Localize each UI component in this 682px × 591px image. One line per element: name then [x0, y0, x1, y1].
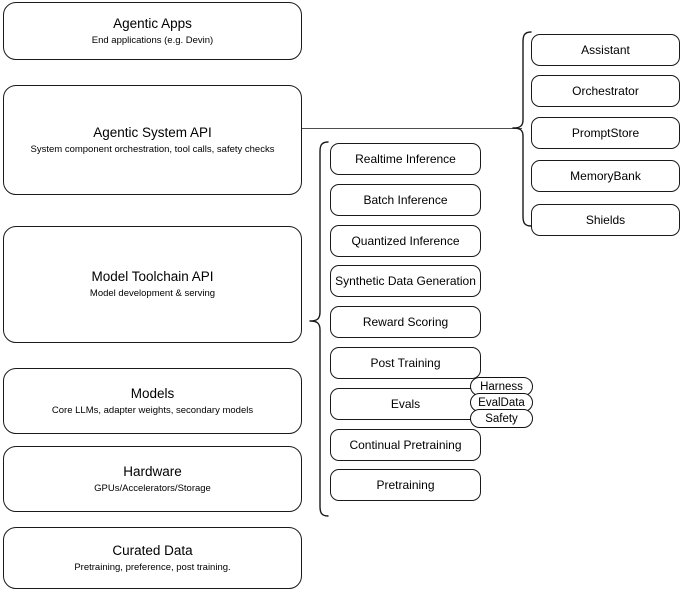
- capability-pretraining[interactable]: Pretraining: [330, 469, 481, 501]
- capability-realtime-inference[interactable]: Realtime Inference: [330, 143, 481, 175]
- layer-subtitle: Core LLMs, adapter weights, secondary mo…: [51, 404, 254, 416]
- capability-label: Post Training: [370, 355, 441, 370]
- layer-subtitle: System component orchestration, tool cal…: [30, 143, 275, 155]
- capability-label: Pretraining: [376, 477, 435, 492]
- system-component-assistant[interactable]: Assistant: [531, 34, 680, 66]
- layer-box-model-toolchain-api[interactable]: Model Toolchain API Model development & …: [3, 226, 302, 343]
- system-component-label: MemoryBank: [570, 168, 641, 183]
- layer-box-agentic-system-api[interactable]: Agentic System API System component orch…: [3, 85, 302, 195]
- evals-subitem-label: Harness: [480, 380, 523, 393]
- brace-toolchain: [307, 140, 329, 518]
- layer-subtitle: GPUs/Accelerators/Storage: [94, 482, 211, 494]
- system-component-memorybank[interactable]: MemoryBank: [531, 160, 680, 192]
- capability-evals[interactable]: Evals: [330, 388, 481, 420]
- layer-title: Agentic System API: [93, 124, 212, 140]
- system-component-label: Assistant: [581, 42, 630, 57]
- layer-box-curated-data[interactable]: Curated Data Pretraining, preference, po…: [3, 527, 302, 589]
- capability-reward-scoring[interactable]: Reward Scoring: [330, 306, 481, 338]
- capability-label: Batch Inference: [363, 192, 448, 207]
- capability-label: Continual Pretraining: [349, 437, 462, 452]
- layer-title: Curated Data: [112, 542, 193, 558]
- capability-label: Synthetic Data Generation: [335, 273, 476, 288]
- system-component-orchestrator[interactable]: Orchestrator: [531, 75, 680, 107]
- capability-post-training[interactable]: Post Training: [330, 347, 481, 379]
- layer-title: Agentic Apps: [113, 15, 192, 31]
- evals-subitem-label: EvalData: [478, 396, 525, 409]
- capability-label: Quantized Inference: [351, 233, 460, 248]
- capability-label: Evals: [390, 396, 421, 411]
- layer-title: Models: [130, 385, 175, 401]
- evals-subitem-label: Safety: [485, 412, 518, 425]
- capability-quantized-inference[interactable]: Quantized Inference: [330, 225, 481, 257]
- evals-subitem-evaldata[interactable]: EvalData: [470, 393, 533, 412]
- layer-box-agentic-apps[interactable]: Agentic Apps End applications (e.g. Devi…: [3, 2, 302, 60]
- layer-title: Model Toolchain API: [91, 269, 214, 284]
- layer-subtitle: End applications (e.g. Devin): [91, 34, 214, 46]
- connector-line-system-api: [302, 128, 522, 130]
- layer-title: Hardware: [123, 463, 182, 479]
- evals-subitem-safety[interactable]: Safety: [470, 409, 533, 428]
- capability-batch-inference[interactable]: Batch Inference: [330, 184, 481, 216]
- system-component-shields[interactable]: Shields: [531, 204, 680, 236]
- brace-system-components: [510, 30, 532, 228]
- system-component-label: PromptStore: [571, 125, 640, 140]
- system-component-label: Orchestrator: [572, 83, 639, 98]
- layer-subtitle: Model development & serving: [89, 288, 216, 299]
- layer-box-models[interactable]: Models Core LLMs, adapter weights, secon…: [3, 368, 302, 434]
- capability-label: Realtime Inference: [355, 151, 456, 166]
- capability-label: Reward Scoring: [362, 314, 449, 329]
- capability-continual-pretraining[interactable]: Continual Pretraining: [330, 429, 481, 461]
- layer-box-hardware[interactable]: Hardware GPUs/Accelerators/Storage: [3, 446, 302, 512]
- layer-subtitle: Pretraining, preference, post training.: [74, 561, 231, 573]
- system-component-promptstore[interactable]: PromptStore: [531, 117, 680, 149]
- capability-synthetic-data-generation[interactable]: Synthetic Data Generation: [330, 265, 481, 297]
- system-component-label: Shields: [585, 212, 626, 227]
